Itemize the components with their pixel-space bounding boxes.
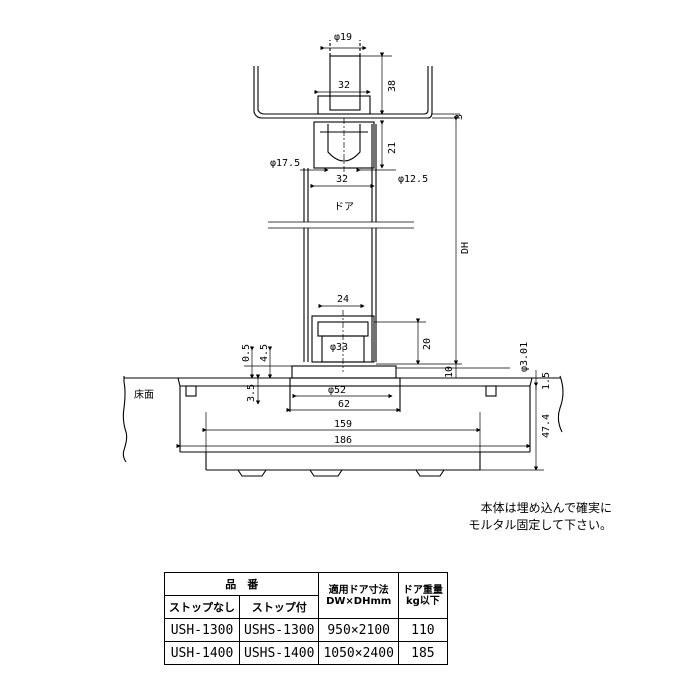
table-row: USH-1400 USHS-1400 1050×2400 185 <box>164 641 448 665</box>
header-weight-line1: ドア重量 <box>402 584 443 596</box>
dim-159: 159 <box>334 419 352 430</box>
dim-21: 21 <box>387 142 398 154</box>
hinge-technical-drawing: φ19 32 38 3 21 φ17.5 φ12.5 32 ドア DH 24 2… <box>122 32 564 477</box>
dim-10: 10 <box>444 366 455 378</box>
cell-weight: 110 <box>397 618 448 642</box>
door-label: ドア <box>334 202 354 213</box>
dimension-lines <box>176 45 544 471</box>
dim-3-5: 3.5 <box>246 384 257 402</box>
dim-20: 20 <box>422 338 433 350</box>
dim-38: 38 <box>387 80 398 92</box>
dim-phi19: φ19 <box>334 32 352 43</box>
header-product: 品 番 <box>163 572 320 596</box>
door-outline <box>268 124 414 362</box>
dim-3-top: 3 <box>454 114 465 120</box>
header-door-weight: ドア重量 kg以下 <box>397 572 448 619</box>
cell-with-stop: USHS-1300 <box>238 618 320 642</box>
note-line-2: モルタル固定して下さい。 <box>468 518 612 532</box>
header-no-stop: ストップなし <box>164 595 240 619</box>
dim-62: 62 <box>338 399 350 410</box>
dim-4-5: 4.5 <box>259 344 270 362</box>
table-row: USH-1300 USHS-1300 950×2100 110 <box>164 618 448 642</box>
dim-32-top: 32 <box>338 80 350 91</box>
dim-phi17-5: φ17.5 <box>270 158 300 169</box>
spec-table: 品 番 適用ドア寸法 DW×DHmm ドア重量 kg以下 ストップなし ストップ… <box>163 572 448 665</box>
cell-with-stop: USHS-1400 <box>238 641 320 665</box>
top-pin <box>317 40 371 115</box>
dim-24: 24 <box>337 294 349 305</box>
note-line-1: 本体は埋め込んで確実に <box>480 501 612 515</box>
dim-phi52: φ52 <box>328 385 346 396</box>
dim-phi12-5: φ12.5 <box>398 174 428 185</box>
header-weight-line2: kg以下 <box>406 595 440 607</box>
floor-label: 床面 <box>134 388 154 401</box>
header-size-line1: 適用ドア寸法 <box>328 584 389 596</box>
dim-32-mid: 32 <box>336 174 348 185</box>
embedded-body <box>179 365 531 477</box>
dim-phi3-01: φ3.01 <box>519 342 530 372</box>
bottom-pivot-block <box>311 310 375 372</box>
installation-note: 本体は埋め込んで確実に モルタル固定して下さい。 <box>372 500 612 534</box>
header-size-line2: DW×DHmm <box>326 595 392 607</box>
dim-186: 186 <box>334 435 352 446</box>
dim-0-5: 0.5 <box>241 344 252 362</box>
cell-weight: 185 <box>397 641 448 665</box>
dim-dh: DH <box>460 242 471 254</box>
cell-no-stop: USH-1300 <box>164 618 240 642</box>
cell-no-stop: USH-1400 <box>164 641 240 665</box>
header-with-stop: ストップ付 <box>238 595 320 619</box>
dim-47-4: 47.4 <box>541 414 552 438</box>
top-pivot-block <box>313 118 375 175</box>
header-door-size: 適用ドア寸法 DW×DHmm <box>318 572 399 619</box>
cell-size: 950×2100 <box>318 618 399 642</box>
dim-1-5: 1.5 <box>541 372 552 390</box>
cell-size: 1050×2400 <box>318 641 399 665</box>
dim-phi33: φ33 <box>330 342 348 353</box>
